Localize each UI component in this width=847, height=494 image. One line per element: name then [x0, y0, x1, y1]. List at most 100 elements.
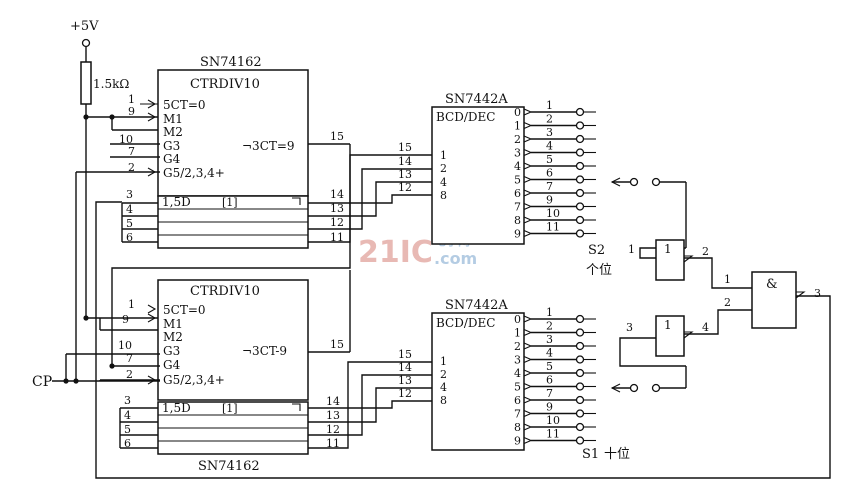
- inv-bottom-pin-in: 3: [626, 321, 633, 334]
- dec-bottom-w-2: 2: [440, 368, 447, 381]
- counter-bottom-pin-1: 1: [128, 298, 135, 311]
- switch-contact[interactable]: [575, 436, 585, 445]
- counter-top-q-11: 11: [330, 231, 344, 244]
- decoder-top-out-index-9: 9: [514, 228, 521, 241]
- counter-bottom-pin-7: 7: [126, 352, 133, 365]
- decoder-top-out-index-7: 7: [514, 201, 521, 214]
- output-bubble: [523, 162, 533, 170]
- resistor-label: 1.5kΩ: [93, 77, 129, 91]
- decoder-top-out-pin-1: 2: [546, 113, 553, 126]
- dec-bottom-in-12: 12: [398, 387, 412, 400]
- inv-bottom-symbol: 1: [664, 318, 672, 332]
- counter-bottom-in-4: G4: [163, 358, 181, 372]
- switch-contact[interactable]: [575, 409, 585, 418]
- output-bubble: [523, 423, 533, 431]
- counter-top-data-label: 1,5D: [162, 195, 191, 209]
- counter-bottom-pin-2: 2: [126, 368, 133, 381]
- output-bubble: [523, 369, 533, 377]
- counter-top-pin-1: 1: [128, 93, 135, 106]
- decoder-bottom-body: [431, 312, 525, 451]
- output-bubble: [523, 355, 533, 364]
- decoder-bottom: SN7442A BCD/DEC 1 2 4 8 0112233445566779…: [431, 298, 596, 451]
- output-bubble: [523, 328, 533, 337]
- decoder-bottom-out-pin-4: 5: [546, 360, 553, 373]
- switch-s2[interactable]: S2 个位: [586, 177, 687, 278]
- dec-top-w-4: 4: [440, 176, 447, 189]
- counter-bottom-in-3: G3: [163, 344, 180, 358]
- switch-contact[interactable]: [575, 161, 585, 171]
- clock-label: CP: [32, 374, 52, 390]
- switch-contact[interactable]: [575, 422, 585, 432]
- counter-bottom-body: [157, 279, 309, 401]
- pullup-resistor: [80, 61, 92, 105]
- counter-top-in-1: M1: [163, 112, 183, 126]
- counter-top-pin-10: 10: [119, 133, 133, 146]
- decoder-bottom-name: BCD/DEC: [436, 316, 495, 330]
- switch-contact[interactable]: [575, 355, 585, 364]
- switch-contact[interactable]: [575, 175, 585, 184]
- counter-top-in-4: G4: [163, 152, 181, 166]
- counter-top-title: SN74162: [200, 55, 262, 70]
- switch-contact[interactable]: [575, 107, 585, 117]
- dec-bottom-w-4: 4: [440, 381, 447, 394]
- and-pin-out: 3: [814, 287, 821, 300]
- decoder-top-body: [431, 106, 525, 245]
- counter-top-carry: ¬3CT=9: [242, 139, 295, 153]
- switch-contact[interactable]: [575, 148, 585, 157]
- counter-bottom-data-tag: [1]: [222, 402, 238, 415]
- counter-top-q-13: 13: [330, 202, 344, 215]
- watermark-brand: 21IC: [358, 235, 433, 270]
- switch-contact[interactable]: [575, 215, 585, 225]
- decoder-bottom-out-index-7: 7: [514, 408, 521, 421]
- switch-contact[interactable]: [575, 314, 585, 324]
- decoder-top-out-index-4: 4: [514, 160, 521, 173]
- dec-top-in-14: 14: [398, 155, 412, 168]
- counter-bottom-din-4: 4: [124, 409, 131, 422]
- output-bubble: [523, 229, 533, 238]
- decoder-top-out-index-8: 8: [514, 214, 521, 227]
- decoder-bottom-out-pin-1: 2: [546, 320, 553, 333]
- counter-bottom-name: CTRDIV10: [190, 284, 260, 299]
- digit-units-label: 个位: [586, 263, 612, 278]
- switch-contact[interactable]: [575, 121, 585, 130]
- counter-top-q-14: 14: [330, 188, 344, 201]
- counter-bottom-title: SN74162: [198, 459, 260, 474]
- switch-contact[interactable]: [575, 328, 585, 337]
- decoder-top-out-pin-2: 3: [546, 126, 553, 139]
- output-bubble: [523, 175, 533, 184]
- decoder-top-out-pin-9: 11: [546, 221, 560, 234]
- switch-contact[interactable]: [575, 395, 585, 405]
- switch-contact[interactable]: [575, 341, 585, 351]
- output-bubble: [523, 148, 533, 157]
- and-pin-b: 2: [724, 296, 731, 309]
- decoder-top-out-index-1: 1: [514, 120, 521, 133]
- counter-bottom-in-2: M2: [163, 330, 183, 344]
- switch-contact[interactable]: [575, 229, 585, 238]
- inverter-bottom: 3 1 4 2: [619, 296, 752, 367]
- switch-contact[interactable]: [575, 134, 585, 144]
- counter-bottom-in-0: 5CT=0: [163, 303, 206, 317]
- counter-top-body: [157, 69, 309, 197]
- counter-top-pin-2: 2: [128, 161, 135, 174]
- decoder-top-out-index-5: 5: [514, 174, 521, 187]
- switch-contact[interactable]: [575, 382, 585, 391]
- switch-contact[interactable]: [575, 368, 585, 378]
- output-bubble: [523, 202, 533, 211]
- clock-input: CP: [32, 172, 160, 390]
- counter-top-in-2: M2: [163, 125, 183, 139]
- switch-contact[interactable]: [575, 202, 585, 211]
- and-symbol: &: [766, 277, 778, 292]
- switch-s1[interactable]: S1 十位: [582, 366, 687, 462]
- decoder-bottom-out-pin-0: 1: [546, 306, 553, 319]
- inv-bottom-pin-out: 4: [702, 321, 709, 334]
- decoder-top-out-index-0: 0: [514, 106, 521, 119]
- decoder-bottom-out-pin-5: 6: [546, 374, 553, 387]
- switch-contact[interactable]: [575, 188, 585, 198]
- inverter-bottom-body: [655, 315, 685, 357]
- switch-s2-label: S2: [588, 243, 605, 258]
- counter-top-din-3: 3: [126, 188, 133, 201]
- decoder-bottom-out-index-9: 9: [514, 435, 521, 448]
- counter-bottom-pin-9: 9: [122, 313, 129, 326]
- counter-bottom-in-5: G5/2,3,4+: [163, 373, 225, 387]
